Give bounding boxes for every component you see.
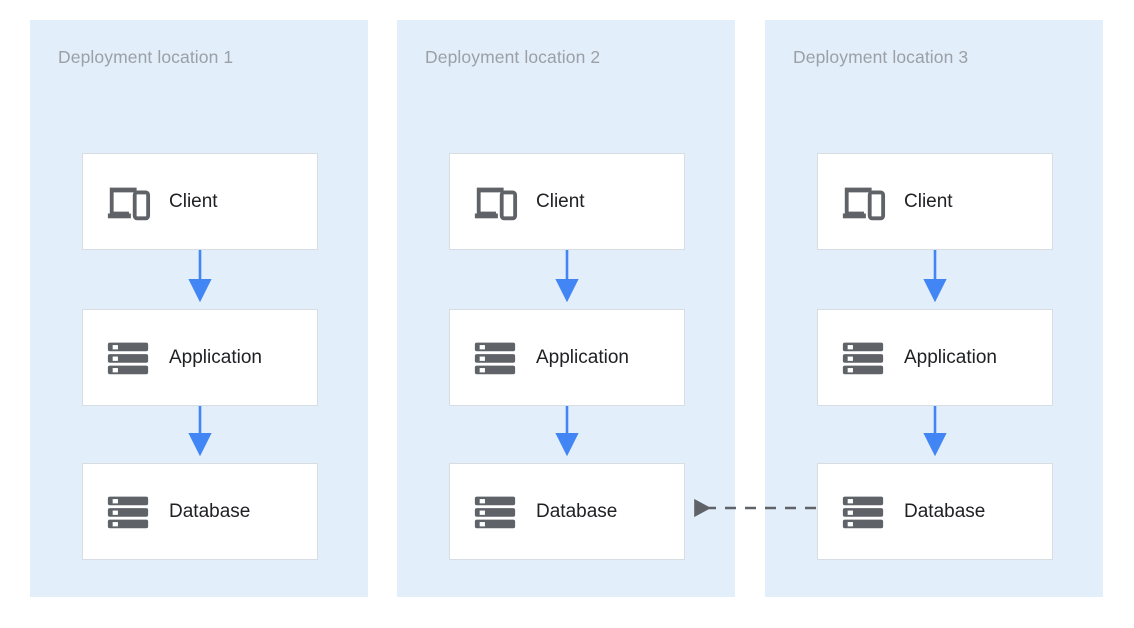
node-label: Application xyxy=(169,346,262,368)
node-client[interactable]: Client xyxy=(449,153,685,250)
node-label: Database xyxy=(169,500,251,522)
server-icon xyxy=(842,496,884,528)
node-label: Database xyxy=(536,500,618,522)
node-label: Client xyxy=(536,190,585,212)
node-application[interactable]: Application xyxy=(82,309,318,406)
node-label: Client xyxy=(904,190,953,212)
server-icon xyxy=(474,342,516,374)
server-icon xyxy=(474,496,516,528)
zone-title: Deployment location 2 xyxy=(425,47,601,67)
node-database[interactable]: Database xyxy=(82,463,318,560)
deployment-zone-3: Deployment location 3 Client Application xyxy=(765,20,1103,597)
deployment-zone-2: Deployment location 2 Client Application xyxy=(397,20,735,597)
devices-icon xyxy=(474,187,518,220)
devices-icon xyxy=(842,187,886,220)
node-application[interactable]: Application xyxy=(449,309,685,406)
zone-title: Deployment location 1 xyxy=(58,47,234,67)
node-database[interactable]: Database xyxy=(449,463,685,560)
node-database[interactable]: Database xyxy=(817,463,1053,560)
node-label: Application xyxy=(904,346,997,368)
server-icon xyxy=(107,342,149,374)
server-icon xyxy=(107,496,149,528)
node-client[interactable]: Client xyxy=(82,153,318,250)
zone-title: Deployment location 3 xyxy=(793,47,969,67)
node-label: Application xyxy=(536,346,629,368)
server-icon xyxy=(842,342,884,374)
deployment-zone-1: Deployment location 1 Client Application xyxy=(30,20,368,597)
node-label: Database xyxy=(904,500,986,522)
node-client[interactable]: Client xyxy=(817,153,1053,250)
node-application[interactable]: Application xyxy=(817,309,1053,406)
node-label: Client xyxy=(169,190,218,212)
devices-icon xyxy=(107,187,151,220)
